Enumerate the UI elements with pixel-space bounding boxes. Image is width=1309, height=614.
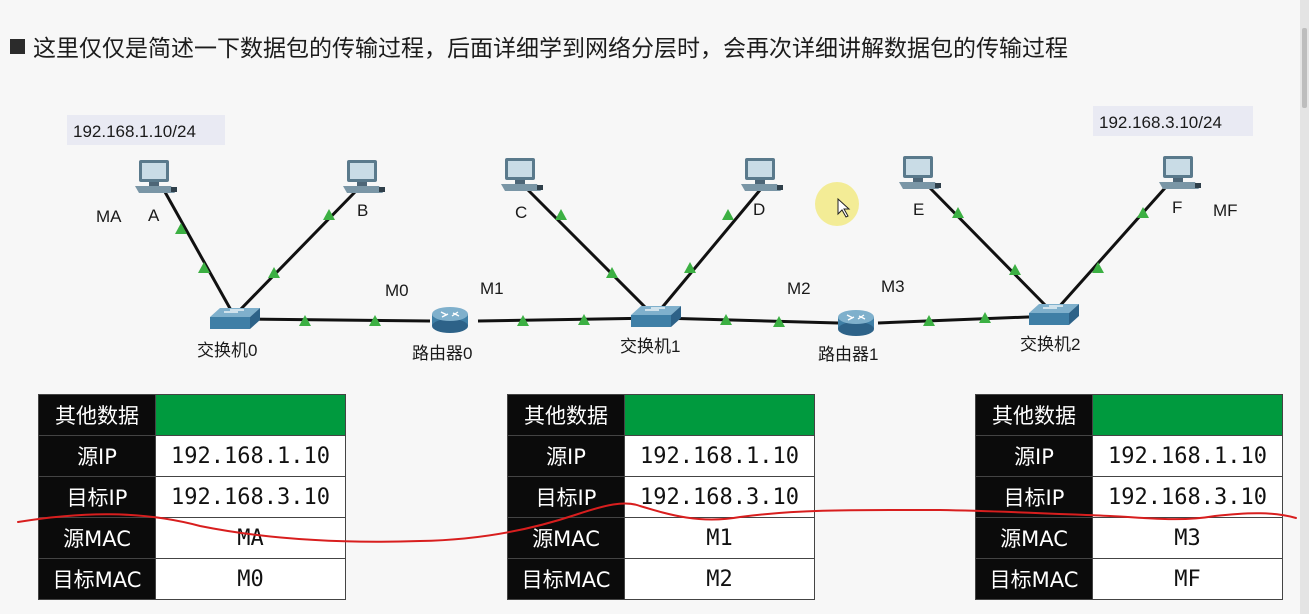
host-a-pc-icon[interactable] xyxy=(135,160,177,193)
switch0-switch-icon[interactable] xyxy=(209,307,261,330)
field-key: 目标IP xyxy=(507,476,625,518)
field-key: 目标IP xyxy=(38,476,156,518)
field-key: 源MAC xyxy=(975,517,1093,559)
field-value: 192.168.1.10 xyxy=(624,435,815,477)
field-key: 源IP xyxy=(975,435,1093,477)
other-data-cell xyxy=(1092,394,1283,436)
host-b-label: B xyxy=(357,201,368,220)
mac-label-m3: M3 xyxy=(881,277,905,296)
field-value: 192.168.3.10 xyxy=(155,476,346,518)
field-key: 其他数据 xyxy=(38,394,156,436)
scrollbar-thumb[interactable] xyxy=(1302,28,1307,108)
field-key: 其他数据 xyxy=(975,394,1093,436)
router1-router-icon[interactable] xyxy=(837,309,875,337)
field-value: M3 xyxy=(1092,517,1283,559)
table-row: 其他数据 xyxy=(975,394,1283,436)
mac-label-m2: M2 xyxy=(787,279,811,298)
field-value: MF xyxy=(1092,558,1283,600)
field-value: 192.168.1.10 xyxy=(155,435,346,477)
switch1-switch-icon[interactable] xyxy=(630,305,682,328)
host-f-label: F xyxy=(1172,198,1182,217)
ip-label-box-left xyxy=(67,115,225,145)
host-e-pc-icon[interactable] xyxy=(899,156,941,189)
mac-label-m0: M0 xyxy=(385,281,409,300)
cursor-highlight xyxy=(815,182,859,226)
field-key: 目标MAC xyxy=(975,558,1093,600)
host-d-label: D xyxy=(753,200,765,219)
switch1-label: 交换机1 xyxy=(620,337,680,356)
host-e-label: E xyxy=(913,200,924,219)
switch0-label: 交换机0 xyxy=(197,341,257,360)
host-d-pc-icon[interactable] xyxy=(741,158,783,191)
field-key: 源MAC xyxy=(507,517,625,559)
table-row: 其他数据 xyxy=(38,394,346,436)
slide-heading: 这里仅仅是简述一下数据包的传输过程，后面详细学到网络分层时，会再次详细讲解数据包… xyxy=(10,28,1068,64)
field-value: 192.168.3.10 xyxy=(624,476,815,518)
field-value: M2 xyxy=(624,558,815,600)
mac-label-m1: M1 xyxy=(480,279,504,298)
router0-router-icon[interactable] xyxy=(431,306,469,334)
ip-label-box-right xyxy=(1093,106,1253,136)
table-row: 其他数据 xyxy=(507,394,815,436)
field-key: 源IP xyxy=(507,435,625,477)
mac-label-mf: MF xyxy=(1213,201,1238,220)
field-value: 192.168.3.10 xyxy=(1092,476,1283,518)
field-value: 192.168.1.10 xyxy=(1092,435,1283,477)
field-value: M0 xyxy=(155,558,346,600)
switch2-label: 交换机2 xyxy=(1020,335,1080,354)
field-key: 目标MAC xyxy=(38,558,156,600)
switch2-switch-icon[interactable] xyxy=(1028,303,1080,326)
host-a-label: A xyxy=(148,206,160,225)
network-links xyxy=(163,186,1167,325)
field-value: MA xyxy=(155,517,346,559)
router0-label: 路由器0 xyxy=(412,344,472,363)
mouse-cursor-icon xyxy=(837,197,851,218)
mac-label-ma: MA xyxy=(96,207,122,226)
host-f-pc-icon[interactable] xyxy=(1159,156,1201,189)
host-c-label: C xyxy=(515,203,527,222)
ip-label-right: 192.168.3.10/24 xyxy=(1099,113,1222,132)
field-key: 目标IP xyxy=(975,476,1093,518)
scrollbar[interactable] xyxy=(1300,0,1309,614)
square-bullet-icon xyxy=(10,38,25,54)
field-key: 源MAC xyxy=(38,517,156,559)
ip-label-left: 192.168.1.10/24 xyxy=(73,122,196,141)
field-key: 目标MAC xyxy=(507,558,625,600)
host-b-pc-icon[interactable] xyxy=(343,160,385,193)
host-c-pc-icon[interactable] xyxy=(501,158,543,191)
field-key: 源IP xyxy=(38,435,156,477)
field-value: M1 xyxy=(624,517,815,559)
heading-text: 这里仅仅是简述一下数据包的传输过程，后面详细学到网络分层时，会再次详细讲解数据包… xyxy=(33,36,1068,62)
other-data-cell xyxy=(624,394,815,436)
other-data-cell xyxy=(155,394,346,436)
router1-label: 路由器1 xyxy=(818,345,878,364)
field-key: 其他数据 xyxy=(507,394,625,436)
